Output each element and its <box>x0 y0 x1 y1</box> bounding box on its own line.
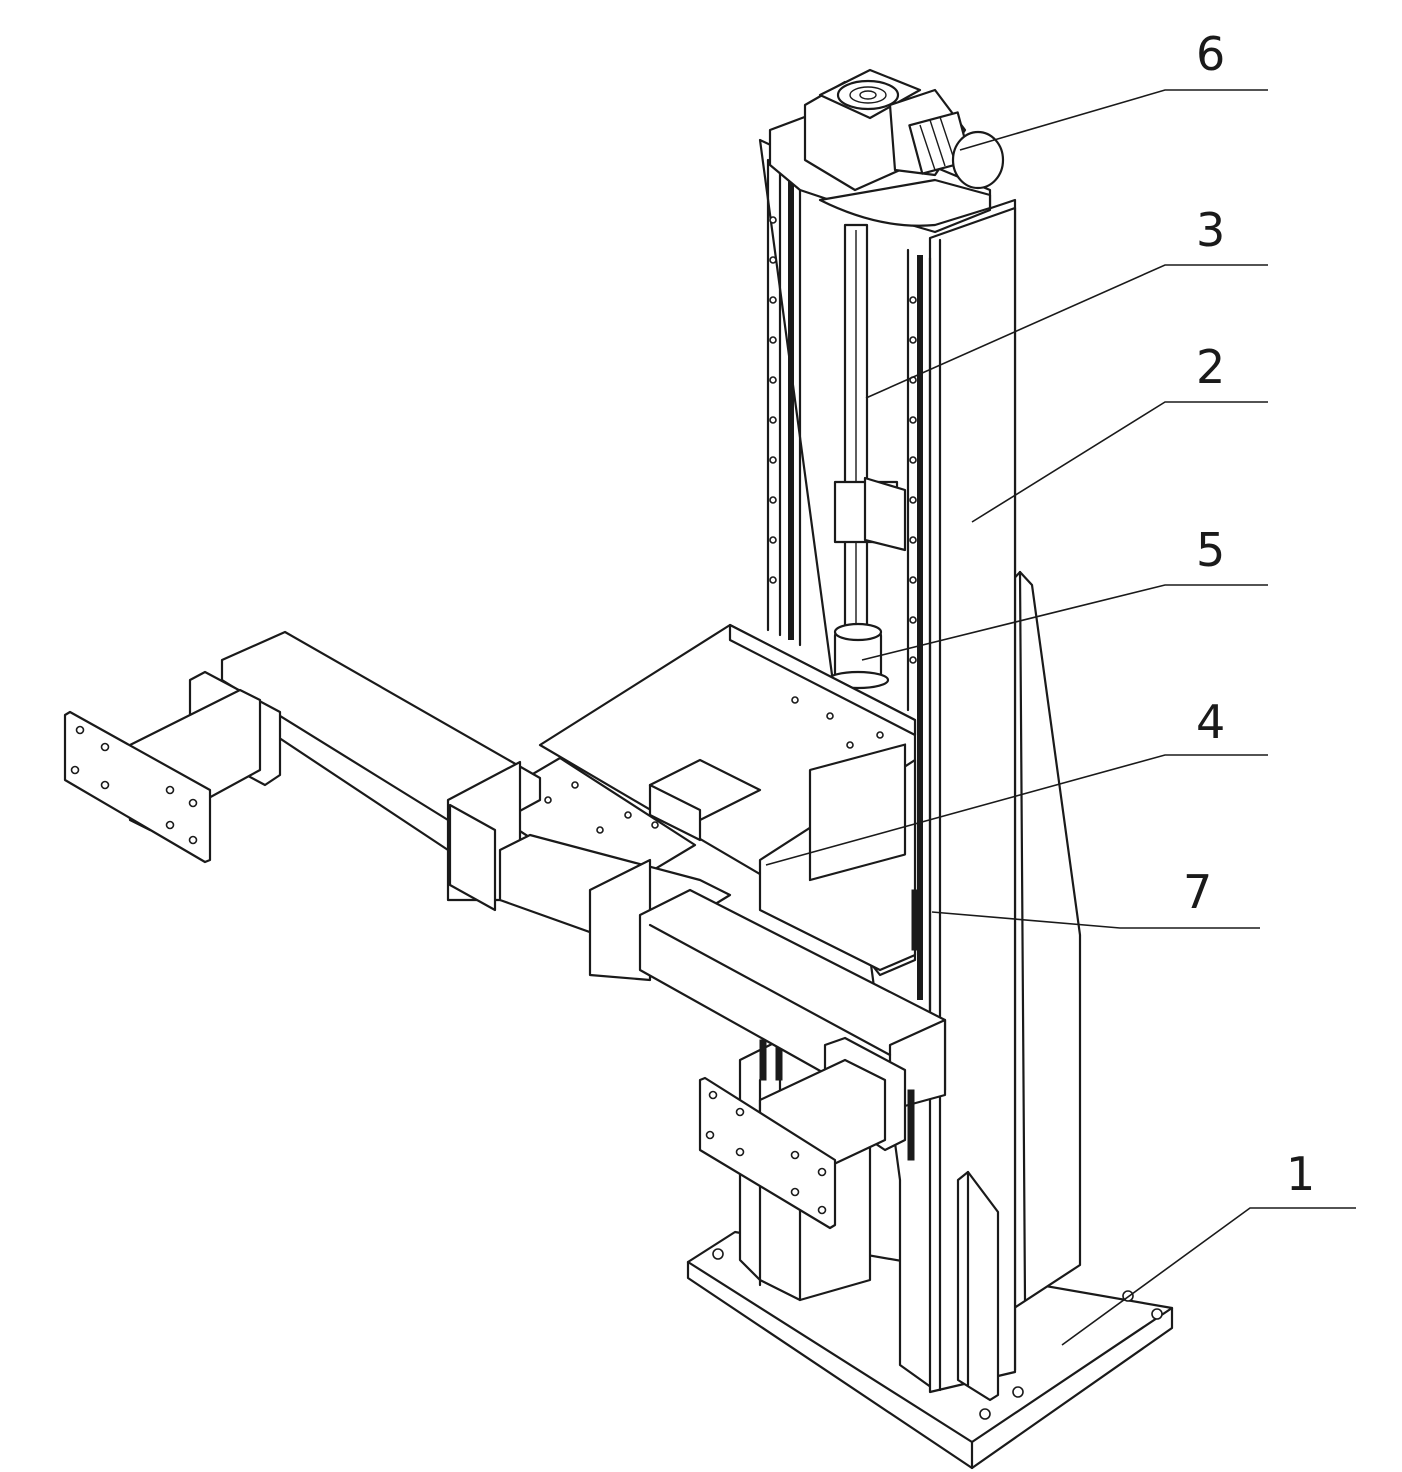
left-arm-beam <box>220 630 542 912</box>
carriage <box>538 623 917 977</box>
callout-labels: 6 3 2 5 4 7 1 <box>1183 27 1315 1201</box>
rail-holes <box>769 216 917 664</box>
callout-6: 6 <box>1196 27 1225 81</box>
callout-4: 4 <box>1196 695 1225 749</box>
rear-column-plate <box>1006 570 1082 1314</box>
callout-3: 3 <box>1196 203 1225 257</box>
callout-5: 5 <box>1196 523 1225 577</box>
callout-7: 7 <box>1183 865 1212 919</box>
callout-1: 1 <box>1286 1147 1315 1201</box>
side-stop <box>907 889 1000 1402</box>
leader-lines <box>765 89 1356 1346</box>
top-motor <box>768 68 1005 234</box>
left-end-effector <box>63 670 282 864</box>
right-end-effector <box>698 1036 907 1230</box>
callout-2: 2 <box>1196 340 1225 394</box>
